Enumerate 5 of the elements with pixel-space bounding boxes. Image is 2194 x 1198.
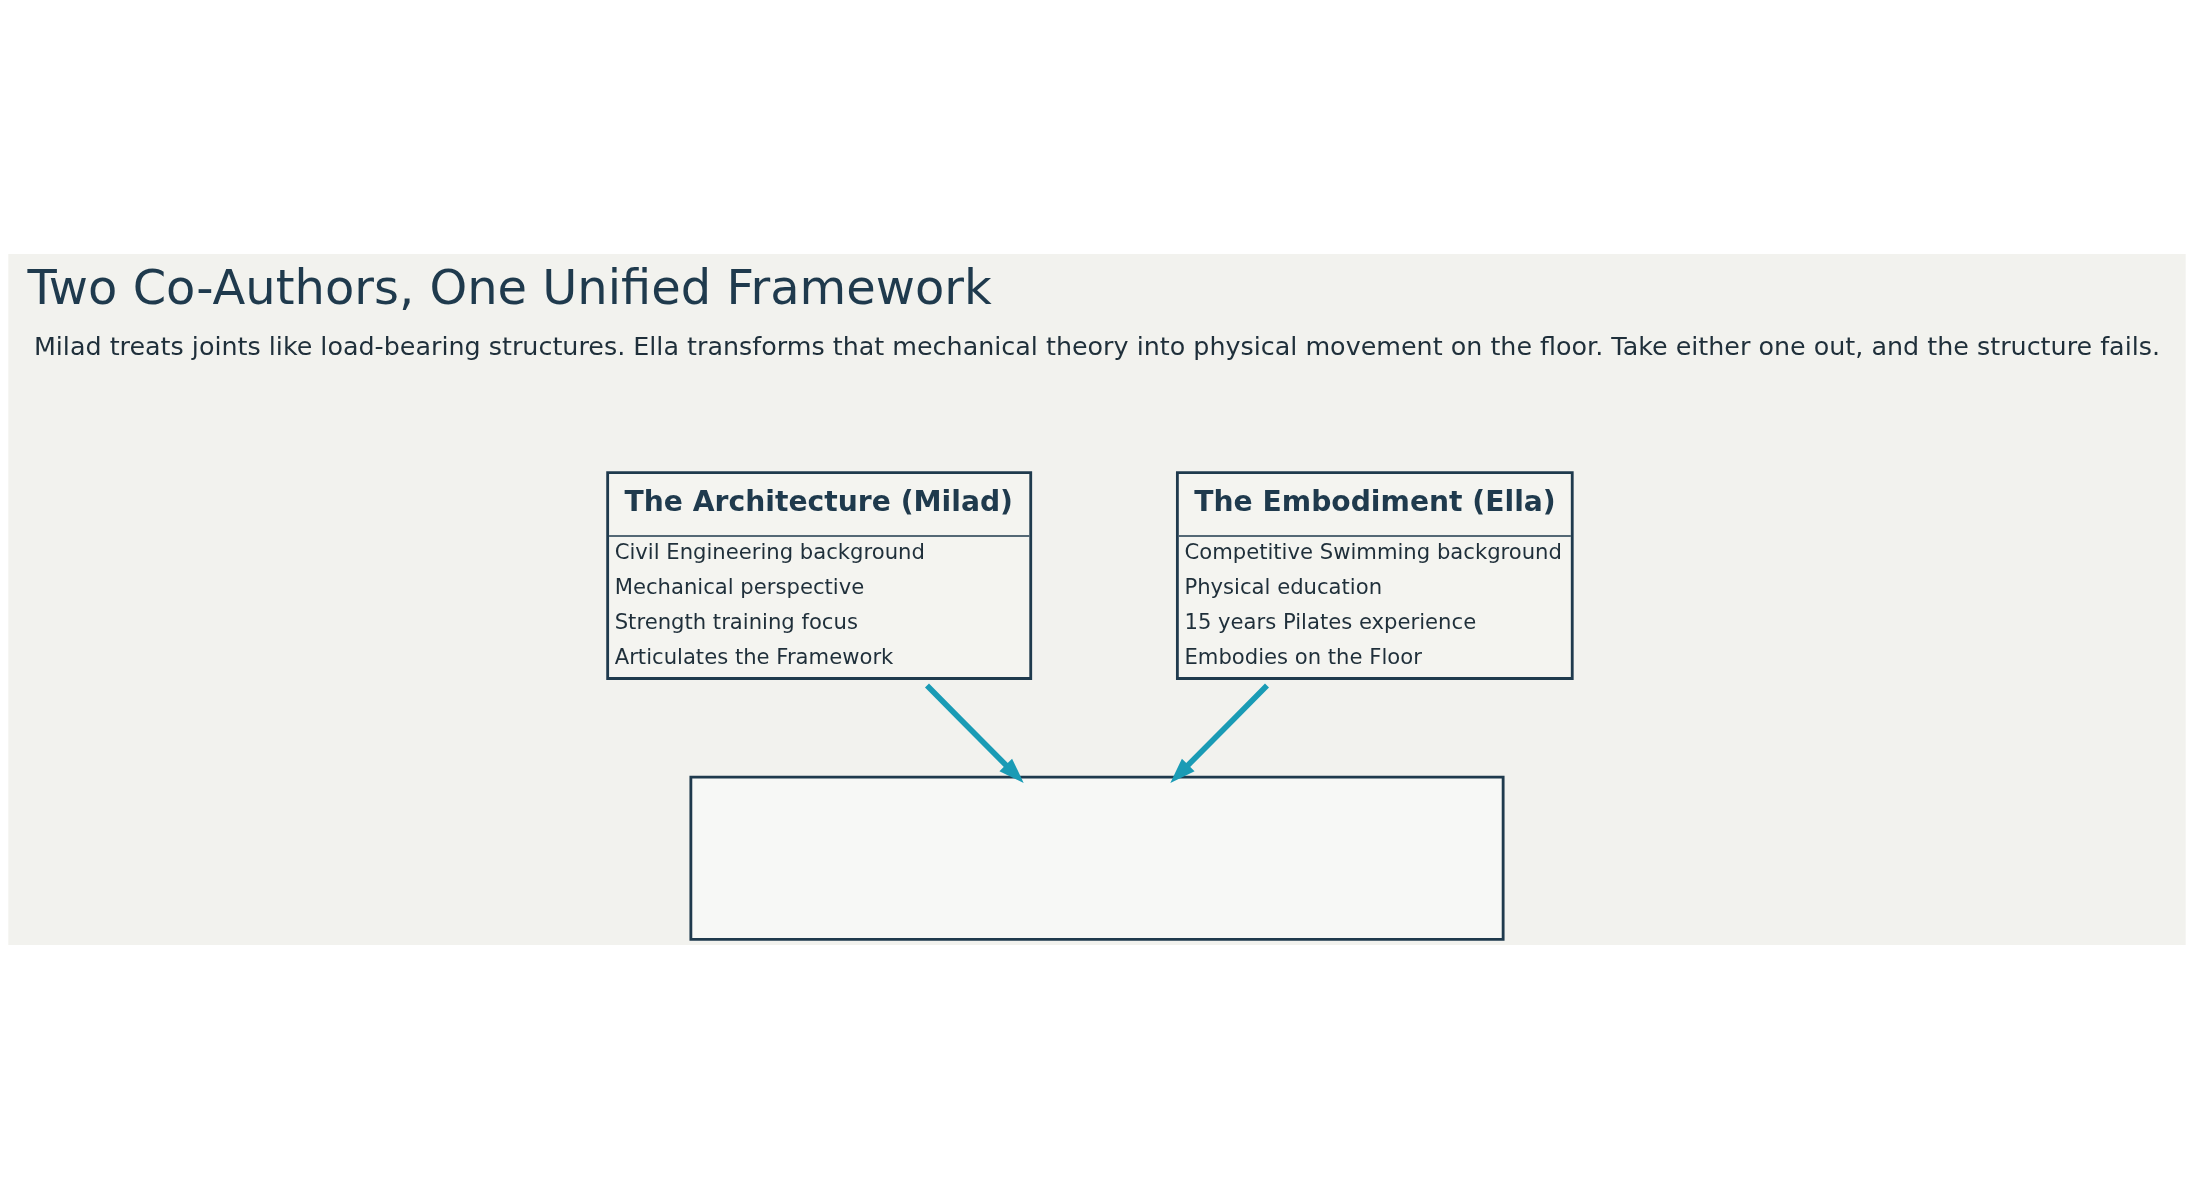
label: Milad treats joints like load-bearing structures. Ella transforms that mechanical theory into physical movement on the floor. Take either one out, and the structure fails.	[33, 330, 2161, 361]
arrow	[1170, 683, 1269, 783]
arrow	[925, 683, 1024, 783]
node-box	[689, 775, 1505, 941]
diagram-title: Two Co-Authors, One Unified Framework	[27, 259, 992, 315]
